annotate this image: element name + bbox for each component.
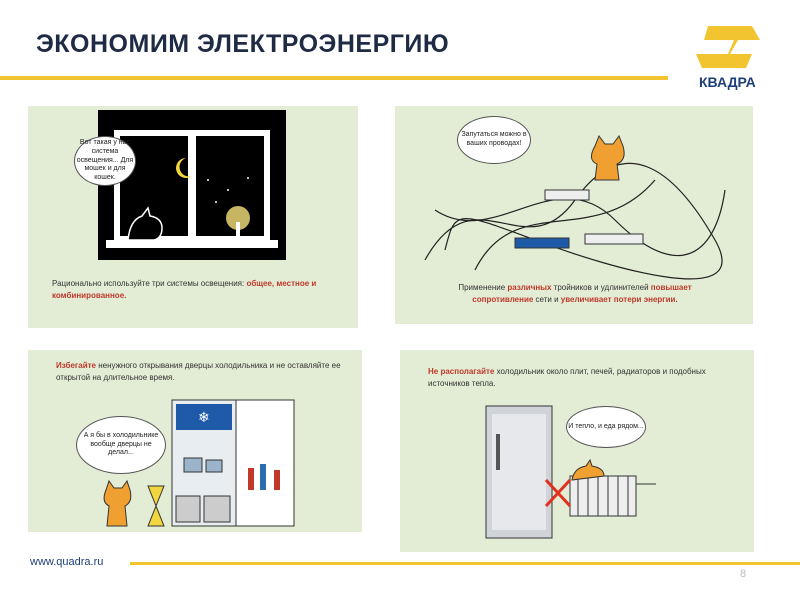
lighting-caption: Рационально используйте три системы осве… — [52, 279, 317, 300]
lighting-panel: Вот такая у нас система освещения... Для… — [28, 106, 358, 328]
wiring-panel: Запутаться можно в ваших проводах! Приме… — [395, 106, 753, 324]
fridge-place-speech-bubble: И тепло, и еда рядом... — [566, 406, 646, 448]
tangled-wires-illustration — [424, 162, 726, 280]
logo-text: КВАДРА — [699, 74, 756, 90]
cat-icon — [103, 479, 132, 527]
wiring-speech-bubble: Запутаться можно в ваших проводах! — [457, 116, 531, 164]
svg-text:❄: ❄ — [198, 409, 210, 425]
fridge-place-caption: Не располагайте холодильник около плит, … — [428, 367, 706, 388]
fridge-place-panel: Не располагайте холодильник около плит, … — [400, 350, 754, 552]
fridge-door-caption: Избегайте ненужного открывания дверцы хо… — [56, 361, 341, 382]
night-window-illustration — [98, 110, 286, 260]
fridge-door-speech-bubble: А я бы в холодильнике вообще дверцы не д… — [76, 416, 166, 474]
fridge-door-panel: Избегайте ненужного открывания дверцы хо… — [28, 350, 362, 532]
kvadra-logo-icon — [696, 26, 760, 68]
footer-line — [130, 562, 800, 565]
page-number: 8 — [740, 568, 747, 580]
hourglass-icon — [147, 485, 165, 527]
title-underline — [0, 76, 668, 80]
page-title: ЭКОНОМИМ ЭЛЕКТРОЭНЕРГИЮ — [36, 30, 450, 58]
lighting-speech-bubble: Вот такая у нас система освещения... Для… — [74, 136, 136, 186]
fridge-near-radiator-illustration — [485, 405, 656, 539]
wiring-caption: Применение различных тройников и удлинит… — [458, 283, 692, 304]
footer-url: www.quadra.ru — [30, 556, 104, 568]
open-fridge-illustration: ❄ — [171, 399, 295, 527]
cat-icon — [591, 134, 625, 181]
